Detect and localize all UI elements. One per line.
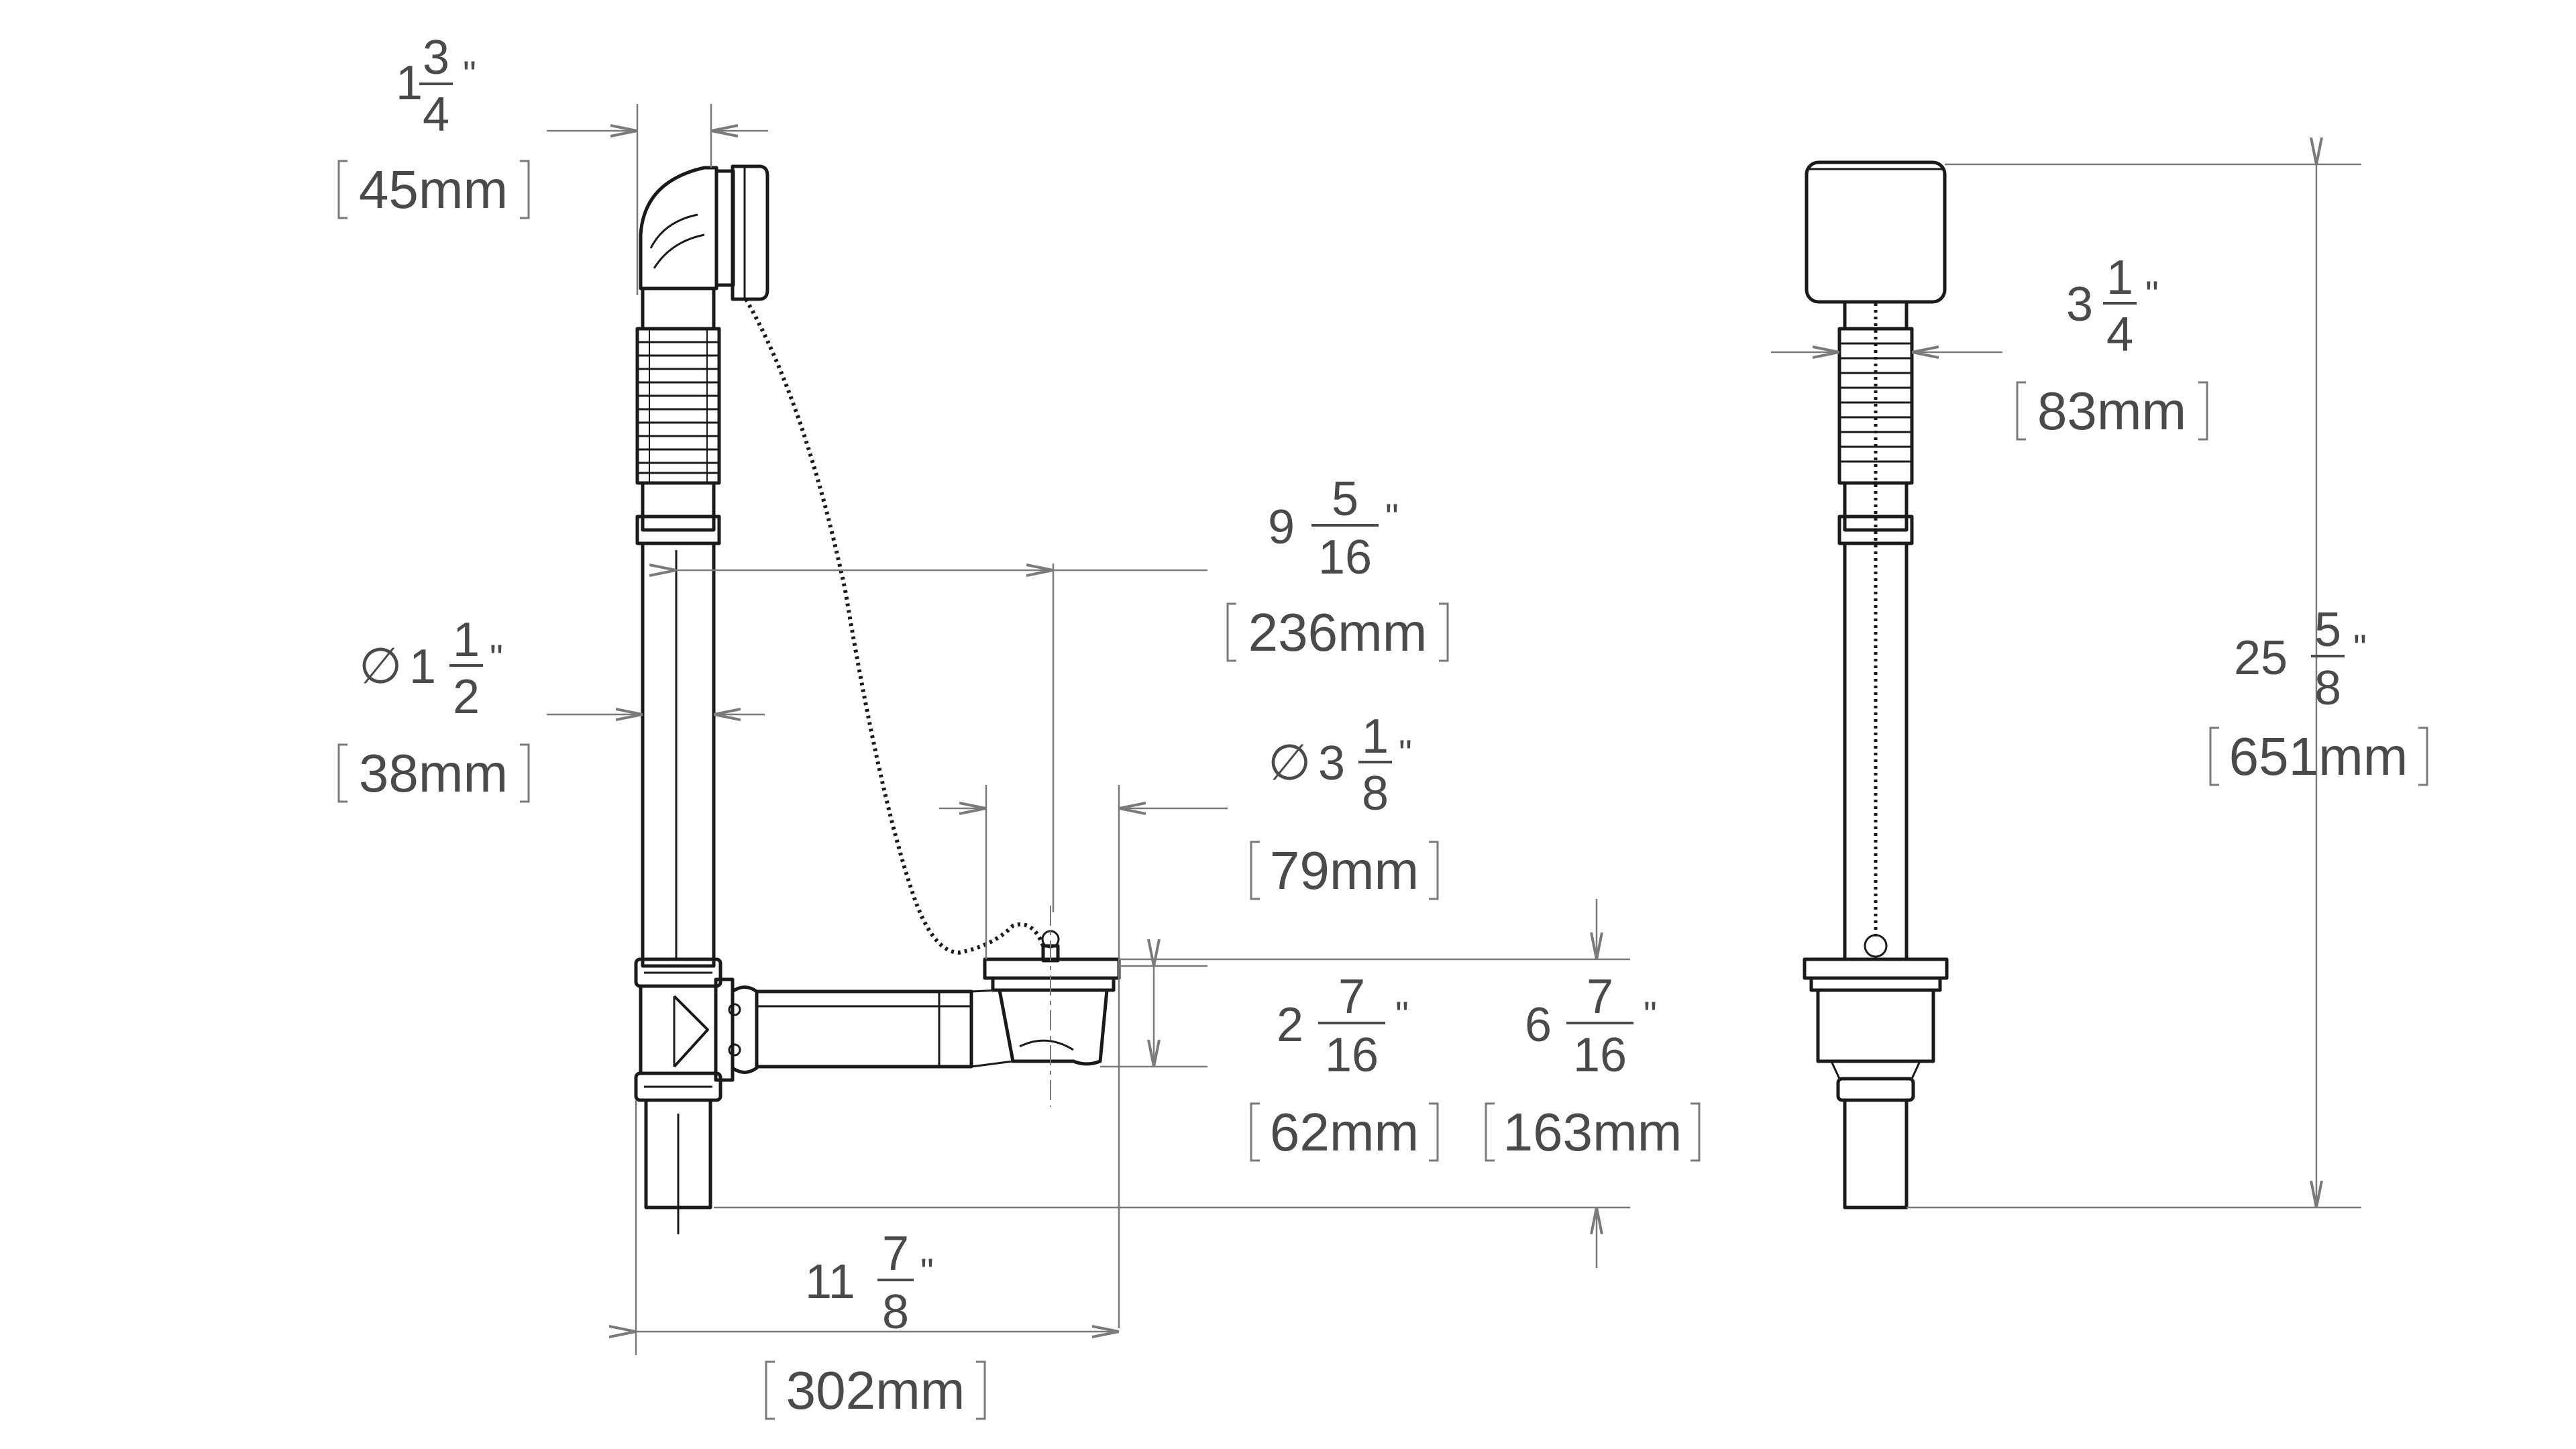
svg-text:2: 2	[453, 670, 480, 724]
dimension-lines	[547, 104, 2361, 1355]
svg-text:8: 8	[2314, 661, 2341, 715]
bottom-outlet	[644, 1098, 712, 1234]
drain-assembly	[971, 906, 1121, 1107]
svg-text:25: 25	[2234, 631, 2288, 685]
svg-text:9: 9	[1268, 500, 1295, 554]
svg-text:4: 4	[423, 88, 449, 142]
svg-text:16: 16	[1325, 1028, 1379, 1082]
corrugated-section	[635, 327, 721, 485]
svg-text:": "	[490, 637, 503, 679]
svg-text:": "	[1399, 732, 1412, 774]
svg-text:651mm: 651mm	[2229, 727, 2408, 786]
svg-text:5: 5	[1332, 472, 1358, 526]
svg-text:45mm: 45mm	[359, 160, 508, 219]
svg-text:1: 1	[453, 613, 480, 667]
svg-text:38mm: 38mm	[359, 743, 508, 803]
svg-text:62mm: 62mm	[1270, 1102, 1419, 1162]
svg-text:5: 5	[2314, 603, 2341, 657]
svg-text:": "	[2145, 273, 2159, 315]
svg-text:2: 2	[1277, 998, 1303, 1052]
svg-text:79mm: 79mm	[1270, 841, 1419, 900]
svg-text:7: 7	[1338, 970, 1365, 1024]
side-view	[1803, 160, 1949, 1210]
dim-drain-body-height: 2 7 16 " 62mm	[1250, 970, 1439, 1162]
svg-text:3: 3	[1318, 737, 1345, 790]
svg-text:": "	[1385, 496, 1399, 538]
dim-drain-to-outlet-height: 6 7 16 " 163mm	[1485, 970, 1701, 1162]
svg-text:3: 3	[2066, 278, 2093, 331]
svg-text:": "	[920, 1250, 934, 1293]
svg-text:163mm: 163mm	[1503, 1102, 1682, 1162]
diameter-symbol: ∅	[359, 638, 402, 694]
side-drain-assembly	[1803, 957, 1949, 1210]
svg-text:302mm: 302mm	[786, 1360, 965, 1420]
svg-text:": "	[2353, 627, 2367, 669]
dim-overall-width: 11 7 8 " 302mm	[765, 1227, 986, 1420]
svg-text:6: 6	[1525, 998, 1552, 1052]
svg-text:8: 8	[882, 1285, 909, 1339]
svg-text:236mm: 236mm	[1248, 602, 1428, 662]
svg-text:7: 7	[1587, 970, 1613, 1024]
svg-text:": "	[463, 53, 476, 95]
front-view	[634, 164, 1121, 1234]
svg-text:": "	[1395, 994, 1409, 1036]
svg-text:83mm: 83mm	[2037, 381, 2186, 441]
svg-text:3: 3	[423, 31, 449, 85]
dim-overall-height: 25 5 8 " 651mm	[2209, 603, 2428, 786]
lift-chain	[744, 298, 1045, 955]
dim-drain-to-tube: 9 5 16 " 236mm	[1226, 472, 1449, 662]
svg-text:11: 11	[805, 1255, 855, 1309]
svg-text:16: 16	[1318, 531, 1372, 584]
svg-text:1: 1	[396, 56, 423, 110]
dim-overflow-width: 1 3 4 " 45mm	[337, 31, 530, 219]
dim-drain-diameter: ∅ 3 1 8 " 79mm	[1250, 710, 1439, 900]
dim-overflow-side-width: 3 1 4 " 83mm	[2016, 251, 2208, 441]
svg-text:1: 1	[409, 640, 436, 694]
tee-fitting	[634, 957, 735, 1102]
horizontal-arm	[728, 985, 973, 1074]
overflow-cover	[1805, 160, 1947, 304]
svg-text:16: 16	[1573, 1028, 1627, 1082]
svg-text:8: 8	[1362, 767, 1389, 820]
dim-tube-diameter: ∅ 1 1 2 " 38mm	[337, 613, 530, 803]
svg-text:4: 4	[2106, 308, 2133, 362]
svg-text:": "	[1644, 994, 1657, 1036]
diameter-symbol: ∅	[1268, 735, 1311, 790]
svg-text:1: 1	[1362, 710, 1389, 763]
vertical-tube	[635, 481, 721, 968]
svg-text:1: 1	[2106, 251, 2133, 305]
overflow-elbow	[639, 164, 769, 301]
svg-text:7: 7	[882, 1227, 909, 1281]
upper-tube-segment	[641, 286, 716, 331]
